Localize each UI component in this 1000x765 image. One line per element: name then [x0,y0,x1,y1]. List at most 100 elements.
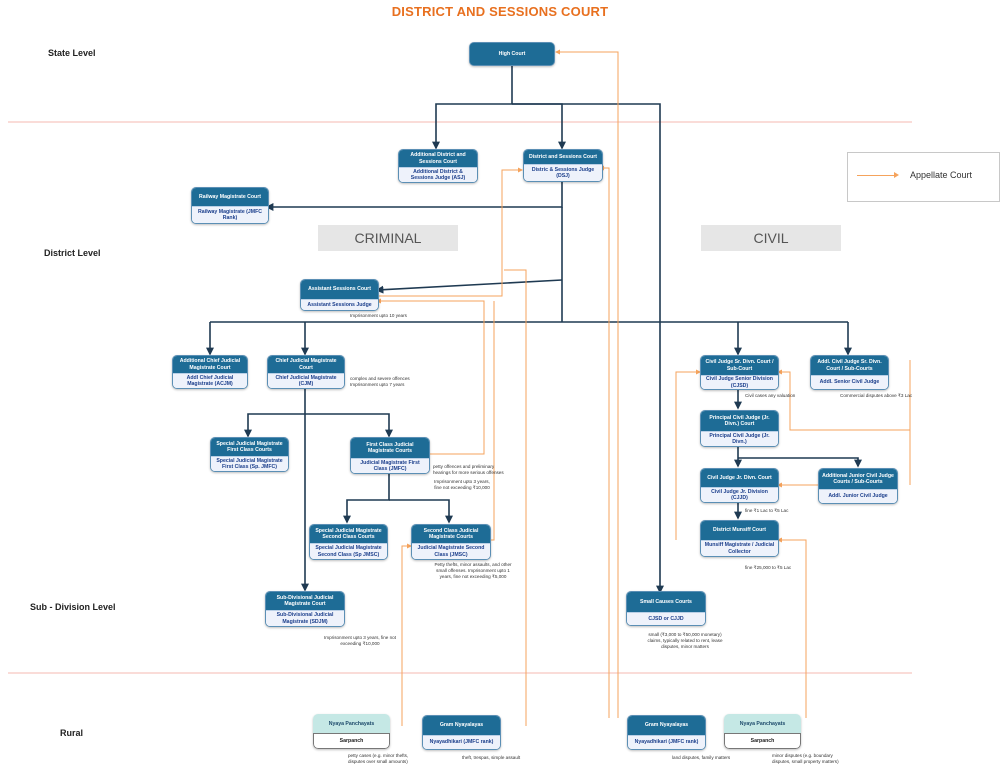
rural-officer: Nyayadhikari (JMFC rank) [423,735,500,749]
legend-line [857,175,897,176]
court-judge: Distric & Sessions Judge (DSJ) [524,164,602,181]
court-assistant-sessions[interactable]: Assistant Sessions Court Assistant Sessi… [300,279,379,311]
court-addl-civil-judge-sr[interactable]: Addl. Civil Judge Sr. Divn. Court / Sub-… [810,355,889,390]
court-special-jmfc[interactable]: Special Judicial Magistrate First Class … [210,437,289,472]
court-judge: Munsiff Magistrate / Judicial Collector [701,540,778,556]
note-first-class-a: petty offences and preliminary hearings … [433,464,504,475]
court-head: District and Sessions Court [524,150,602,164]
court-head: Sub-Divisional Judicial Magistrate Court [266,592,344,610]
appeal-to-hc [555,49,619,718]
court-judge: Addl Chief Judicial Magistrate (ACJM) [173,373,247,388]
court-head: District Munsiff Court [701,521,778,540]
appeal-munsiff-loop [675,369,701,540]
rural-head: Nyaya Panchayats [724,714,801,733]
note-civil-jr: fine ₹1 Lac to ₹5 Lac [745,508,789,513]
note-gram-right: land disputes, family matters [672,755,731,760]
link-hc-dsj [512,103,566,150]
appeal-rural-left [401,543,412,726]
rural-officer: Nyayadhikari (JMFC rank) [628,735,705,749]
court-head: Assistant Sessions Court [301,280,378,299]
appeal-gram-left [504,269,527,726]
section-civil: CIVIL [701,225,841,251]
court-judge: Addl. Junior Civil Judge [819,489,897,503]
court-district-munsiff[interactable]: District Munsiff Court Munsiff Magistrat… [700,520,779,557]
link-hc-asj [432,103,512,150]
level-label-district: District Level [44,248,101,258]
court-head: Civil Judge Sr. Divn. Court / Sub-Court [701,356,778,375]
rural-nyaya-panchayat-right[interactable]: Nyaya Panchayats Sarpanch [724,714,801,749]
rural-head: Nyaya Panchayats [313,714,390,733]
link-jmfc-down [343,474,390,524]
note-cjm: complex and severe offences Imprisonment… [350,376,410,387]
link-dsj-railway [265,180,563,211]
note-second-class: Petty thefts, minor assaults, and other … [434,562,512,579]
rural-head: Gram Nyayalayas [628,716,705,735]
court-head: Principal Civil Judge (Jr. Divn.) Court [701,411,778,431]
court-judge: Chief Judicial Magistrate (CJM) [268,373,344,388]
court-special-second-class[interactable]: Special Judicial Magistrate Second Class… [309,524,388,560]
court-judge: Special Judicial Magistrate Second Class… [310,543,387,559]
court-cjm[interactable]: Chief Judicial Magistrate Court Chief Ju… [267,355,345,389]
court-judge: Special Judicial Magistrate First Class … [211,456,288,471]
court-high-court[interactable]: High Court [469,42,555,66]
court-small-causes[interactable]: Small Causes Courts CJSD or CJJD [626,591,706,626]
court-civil-judge-jr[interactable]: Civil Judge Jr. Divn. Court Civil Judge … [700,468,779,503]
court-civil-judge-sr[interactable]: Civil Judge Sr. Divn. Court / Sub-Court … [700,355,779,390]
appeal-jmsc-asst [490,301,495,541]
court-principal-civil-judge[interactable]: Principal Civil Judge (Jr. Divn.) Court … [700,410,779,447]
court-judge: Civil Judge Senior Division (CJSD) [701,375,778,389]
court-second-class-magistrate[interactable]: Second Class Judicial Magistrate Courts … [411,524,491,560]
rural-head: Gram Nyayalayas [423,716,500,735]
court-sdjm[interactable]: Sub-Divisional Judicial Magistrate Court… [265,591,345,627]
link-jmfc-jmsc [389,499,453,524]
legend-arrow-icon [894,172,899,178]
court-district-sessions[interactable]: District and Sessions Court Distric & Se… [523,149,603,182]
court-head: Additional Chief Judicial Magistrate Cou… [173,356,247,373]
appeal-asst-dsj [377,167,523,297]
link-cjm-jmfc [305,413,393,438]
link-principal-addljr [738,457,862,468]
note-gram-left: theft, trespas, simple assault [462,755,521,760]
court-judge: Assistant Sessions Judge [301,299,378,310]
rural-gram-nyayalaya-right[interactable]: Gram Nyayalayas Nyayadhikari (JMFC rank) [627,715,706,750]
legend-label: Appellate Court [910,170,973,180]
court-head: Second Class Judicial Magistrate Courts [412,525,490,543]
link-hc-right [512,103,664,594]
note-panchayat-left: petty cases (e.g. minor thefts, disputes… [348,753,409,764]
note-panchayat-right: minor disputes (e.g. boundary disputes, … [772,753,839,764]
court-judge: Judicial Magistrate First Class (JMFC) [351,458,429,473]
court-judge: CJSD or CJJD [627,612,705,625]
court-railway-magistrate[interactable]: Railway Magistrate Court Railway Magistr… [191,187,269,224]
court-head: Addl. Civil Judge Sr. Divn. Court / Sub-… [811,356,888,375]
court-judge: Addl. Senior Civil Judge [811,375,888,389]
legend-box: Appellate Court [847,152,1000,202]
court-head: High Court [470,43,554,65]
rural-gram-nyayalaya-left[interactable]: Gram Nyayalayas Nyayadhikari (JMFC rank) [422,715,501,750]
page-title: DISTRICT AND SESSIONS COURT [391,4,609,19]
court-judge: Judicial Magistrate Second Class (JMSC) [412,543,490,559]
court-addl-district-sessions[interactable]: Additional District and Sessions Court A… [398,149,478,183]
court-head: Small Causes Courts [627,592,705,612]
section-criminal: CRIMINAL [318,225,458,251]
note-small-causes: small (₹3,000 to ₹50,000 monetary) claim… [647,632,723,649]
court-head: Additional District and Sessions Court [399,150,477,167]
note-assistant-sessions: Imprisonment upto 10 years [350,313,407,318]
court-addl-cjm[interactable]: Additional Chief Judicial Magistrate Cou… [172,355,248,389]
court-head: Civil Judge Jr. Divn. Court [701,469,778,487]
rural-officer: Sarpanch [724,733,801,749]
rural-nyaya-panchayat-left[interactable]: Nyaya Panchayats Sarpanch [313,714,390,749]
court-addl-junior-civil-judge[interactable]: Additional Junior Civil Judge Courts / S… [818,468,898,504]
note-sdjm: Imprisonment upto 3 years, fine not exce… [323,635,396,646]
court-judge: Railway Magistrate (JMFC Rank) [192,206,268,223]
court-first-class-magistrate[interactable]: First Class Judicial Magistrate Courts J… [350,437,430,474]
appeal-rural-right [777,537,807,718]
note-first-class-b: Imprisonment upto 3 years, fine not exce… [434,479,490,490]
level-label-subdivision: Sub - Division Level [30,602,116,612]
link-cjm-branch [244,413,305,438]
link-dsj-asst [375,279,563,294]
court-head: Special Judicial Magistrate Second Class… [310,525,387,543]
note-civil-sr: Civil cases any valuation [745,393,796,398]
appeal-jmfc-asst [376,298,485,455]
court-judge: Civil Judge Jr. Division (CJJD) [701,487,778,502]
